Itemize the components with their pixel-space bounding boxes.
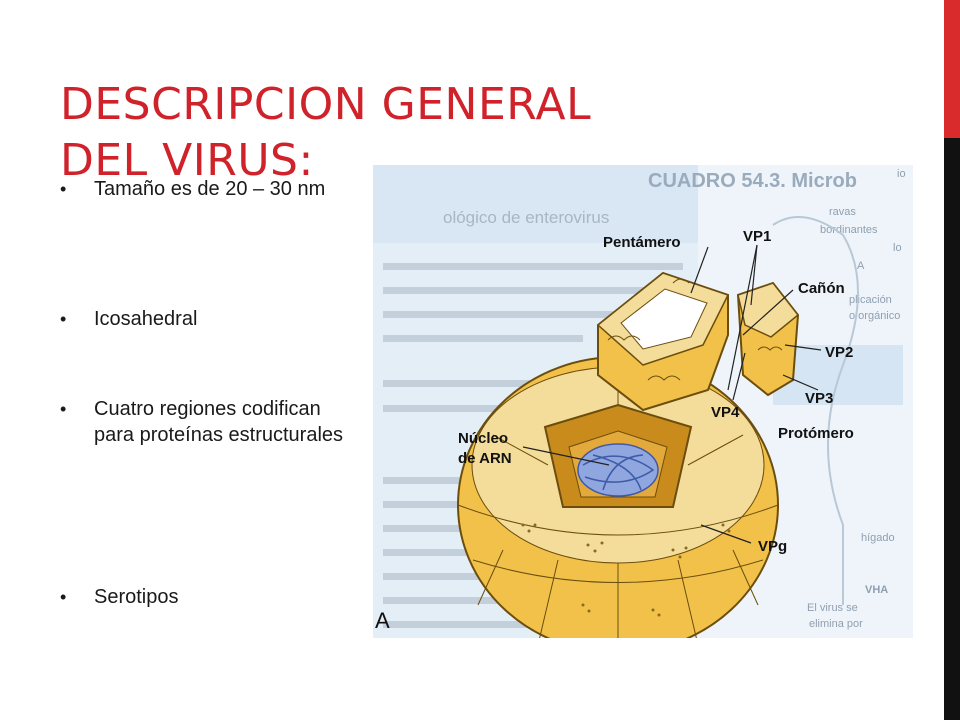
- slide-accent-bar: [944, 0, 960, 138]
- capsid-texture-dots: [521, 523, 731, 617]
- svg-text:bordinantes: bordinantes: [820, 224, 878, 236]
- svg-text:El virus se: El virus se: [807, 602, 858, 614]
- pentamer-bumps: [607, 278, 690, 381]
- protomer-top: [737, 282, 800, 338]
- bullet-size: Tamaño es de 20 – 30 nm: [60, 176, 350, 202]
- title-line-1: DESCRIPCION GENERAL: [60, 79, 592, 131]
- svg-text:o orgánico: o orgánico: [849, 310, 900, 322]
- bullet-serotypes: Serotipos: [60, 584, 350, 610]
- capsid-segments: [457, 367, 779, 653]
- protomer-bumps: [757, 346, 783, 351]
- capsid-sphere: [457, 356, 779, 654]
- scan-heading-1: CUADRO 54.3. Microb: [648, 170, 857, 192]
- rna-core: [577, 443, 659, 497]
- svg-text:hígado: hígado: [861, 532, 895, 544]
- label-protomero: Protómero: [778, 425, 854, 442]
- scan-right-column: io ravas bordinantes lo A plicación o or…: [807, 168, 906, 630]
- svg-text:VHA: VHA: [865, 584, 888, 596]
- svg-text:ravas: ravas: [829, 206, 856, 218]
- pentamer-piece: [596, 271, 730, 412]
- label-de-arn: de ARN: [458, 450, 512, 467]
- pentamer-canyon: [620, 288, 708, 350]
- label-vp3: VP3: [805, 390, 833, 407]
- svg-text:lo: lo: [893, 242, 902, 254]
- svg-text:io: io: [897, 168, 906, 180]
- label-vp1: VP1: [743, 228, 771, 245]
- label-vp2: VP2: [825, 344, 853, 361]
- svg-text:A: A: [857, 260, 865, 272]
- virus-structure-figure: CUADRO 54.3. Microb ológico de enterovir…: [373, 165, 913, 654]
- virus-diagram-svg: CUADRO 54.3. Microb ológico de enterovir…: [373, 165, 913, 654]
- label-pentamero: Pentámero: [603, 234, 681, 251]
- bullet-regions: Cuatro regiones codifican para proteínas…: [60, 396, 350, 448]
- label-panel-a: A: [375, 608, 390, 633]
- label-vp4: VP4: [711, 404, 740, 421]
- scan-illustration-outline: [772, 216, 859, 605]
- protomer-piece: [736, 281, 800, 397]
- label-canon: Cañón: [798, 280, 845, 297]
- scan-table-header: [373, 165, 698, 243]
- slide-edge-bar: [944, 0, 960, 720]
- svg-text:plicación: plicación: [849, 294, 892, 306]
- label-nucleo: Núcleo: [458, 430, 508, 447]
- label-vpg: VPg: [758, 538, 787, 555]
- diagram-labels: Pentámero VP1 Cañón VP2 VP3 VP4 Protómer…: [375, 228, 854, 633]
- leader-lines: [522, 244, 822, 544]
- bullet-shape: Icosahedral: [60, 306, 350, 332]
- scan-heading-2: ológico de enterovirus: [443, 208, 609, 227]
- svg-text:elimina por: elimina por: [809, 618, 863, 630]
